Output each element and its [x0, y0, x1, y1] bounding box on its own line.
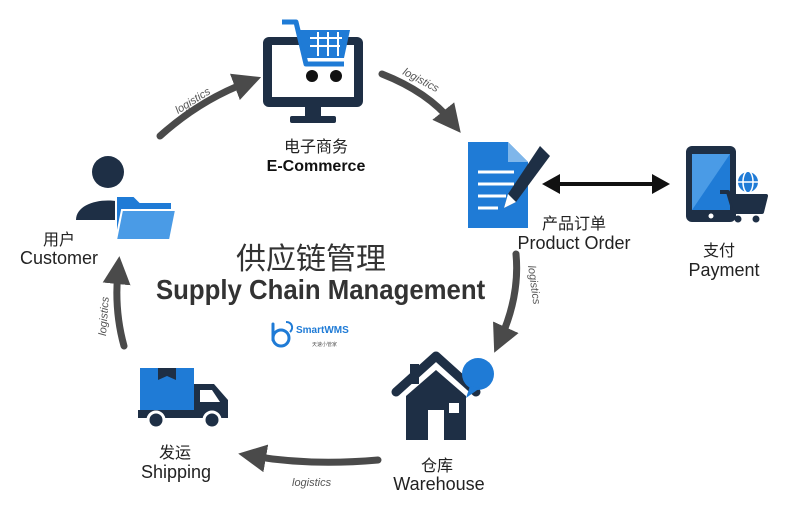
user-folder-icon — [76, 156, 178, 241]
delivery-truck-icon — [138, 368, 228, 430]
payment-label-en: Payment — [688, 260, 760, 280]
document-pen-icon — [468, 142, 550, 228]
customer-label-zh: 用户 — [42, 230, 75, 249]
monitor-cart-icon — [263, 19, 363, 123]
logistics-flows — [102, 70, 521, 473]
customer-label-en: Customer — [19, 248, 99, 268]
house-chat-icon — [391, 351, 494, 440]
ecommerce-label-zh: 电子商务 — [283, 137, 348, 156]
logo-name: SmartWMS — [296, 325, 349, 336]
warehouse-label-en: Warehouse — [393, 474, 485, 494]
order-label-en: Product Order — [517, 233, 631, 253]
payment-label-zh: 支付 — [702, 241, 735, 260]
flow-label: logistics — [292, 477, 332, 489]
flow-shipping-customer — [102, 256, 131, 350]
smartwms-logo: SmartWMS 天速小管家 — [271, 321, 349, 348]
shipping-label-zh: 发运 — [158, 443, 191, 462]
flow-order-warehouse — [493, 250, 521, 353]
title-chinese: 供应链管理 — [236, 242, 386, 277]
warehouse-label-zh: 仓库 — [420, 456, 453, 475]
order-label-zh: 产品订单 — [541, 214, 606, 233]
logo-tagline: 天速小管家 — [312, 341, 337, 348]
title-english: Supply Chain Management — [156, 274, 486, 305]
flow-label: logistics — [97, 296, 112, 336]
flow-customer-ecommerce — [156, 73, 262, 140]
flow-ecommerce-order — [378, 70, 461, 133]
flow-warehouse-shipping — [238, 444, 382, 473]
shipping-label-en: Shipping — [140, 462, 212, 482]
flow-label: logistics — [525, 265, 542, 306]
ecommerce-label-en: E-Commerce — [266, 158, 366, 175]
tablet-cart-icon — [686, 146, 768, 223]
